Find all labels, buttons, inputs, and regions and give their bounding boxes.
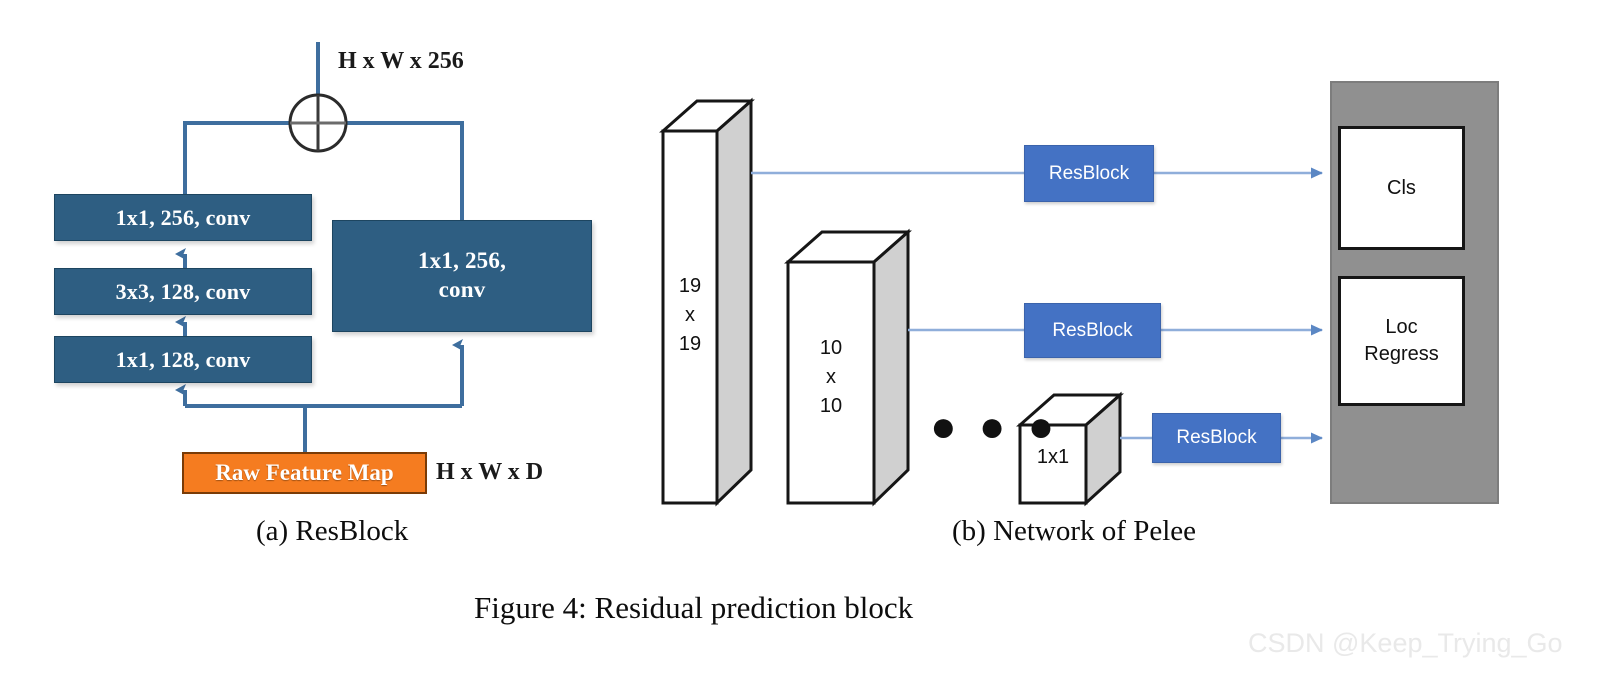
subcaption-b: (b) Network of Pelee xyxy=(952,515,1196,547)
output-dim-label: H x W x 256 xyxy=(338,48,464,74)
resblock-box-3[interactable]: ResBlock xyxy=(1152,413,1281,463)
prediction-head-loc-regress[interactable]: Loc Regress xyxy=(1338,276,1465,406)
raw-feature-map-box[interactable]: Raw Feature Map xyxy=(182,452,427,494)
panel-b-connectors xyxy=(751,167,1323,444)
resblock-box-2[interactable]: ResBlock xyxy=(1024,303,1161,358)
feature-map-cube-19 xyxy=(659,97,755,507)
sum-node-icon xyxy=(288,93,348,153)
conv-box-1x1-256-left[interactable]: 1x1, 256, conv xyxy=(54,194,312,241)
conv-box-1x1-128[interactable]: 1x1, 128, conv xyxy=(54,336,312,383)
input-dim-label: H x W x D xyxy=(436,459,544,485)
conv-box-1x1-256-right[interactable]: 1x1, 256, conv xyxy=(332,220,592,332)
prediction-head-cls[interactable]: Cls xyxy=(1338,126,1465,250)
ellipsis-icon: ● ● ● xyxy=(930,402,1060,451)
feature-map-cube-1 xyxy=(1016,391,1124,507)
conv-box-3x3-128[interactable]: 3x3, 128, conv xyxy=(54,268,312,315)
figure-caption: Figure 4: Residual prediction block xyxy=(474,590,914,625)
resblock-box-1[interactable]: ResBlock xyxy=(1024,145,1154,202)
subcaption-a: (a) ResBlock xyxy=(256,515,409,547)
feature-map-cube-10 xyxy=(784,228,912,507)
panel-a-connectors xyxy=(175,42,464,455)
watermark-text: CSDN @Keep_Trying_Go xyxy=(1248,628,1563,658)
